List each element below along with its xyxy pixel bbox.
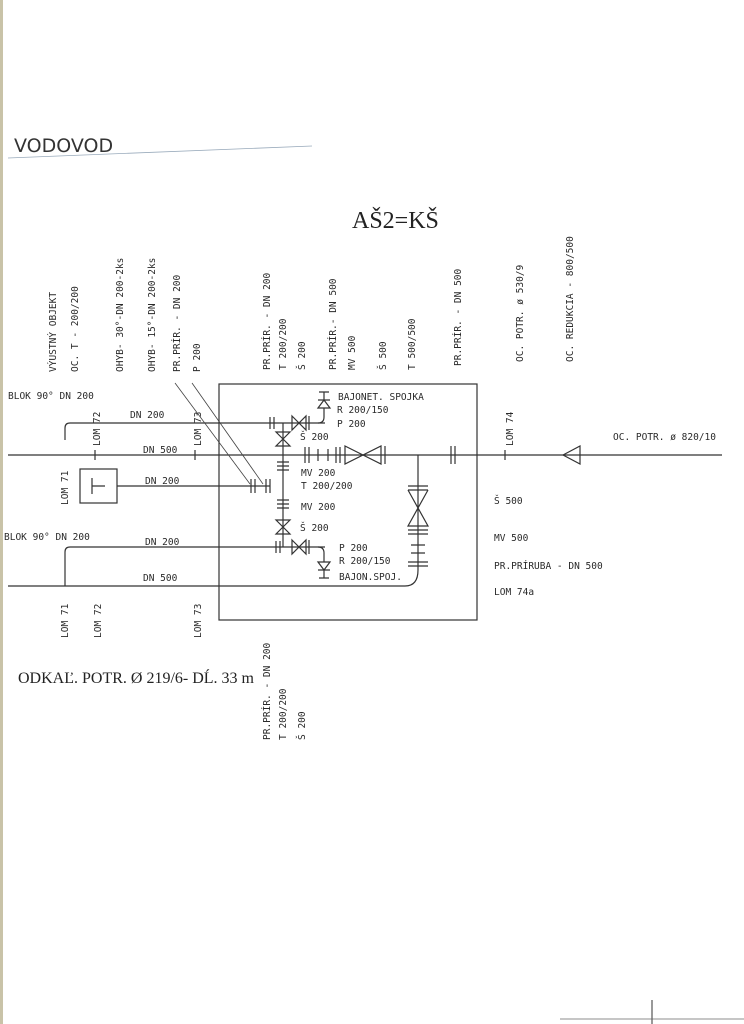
right-labels: Š 500 MV 500 PR.PRÍRUBA - DN 500 LOM 74a… — [494, 432, 716, 598]
bottom-label: T 200/200 — [278, 688, 289, 740]
pipe-label: DN 200 — [145, 537, 180, 548]
box-label: MV 200 — [301, 502, 336, 513]
valve-icon — [291, 538, 310, 556]
top-label: OC. REDUKCIA - 800/500 — [565, 236, 576, 362]
box-labels: BAJONET. SPOJKA R 200/150 P 200 Š 200 MV… — [300, 392, 424, 583]
bend-mark-icon — [94, 450, 506, 460]
top-label: Š 200 — [296, 341, 308, 370]
box-label: MV 200 — [301, 468, 336, 479]
right-label: Š 500 — [494, 495, 523, 507]
box-label: BAJONET. SPOJKA — [338, 392, 424, 403]
outlet-object — [79, 468, 118, 504]
top-label: MV 500 — [347, 335, 358, 370]
top-label: OHYB- 30°-DN 200-2ks — [115, 258, 126, 372]
valve-icon — [274, 431, 292, 447]
top-label: PR.PRÍR. - DN 200 — [261, 272, 273, 370]
flange-icon — [408, 544, 428, 567]
top-labels: VÝUSTNÝ OBJEKT OC. T - 200/200 OHYB- 30°… — [47, 236, 576, 372]
lom-label: LOM 73 — [193, 412, 204, 446]
pipes — [8, 382, 722, 587]
box-label: Š 200 — [300, 431, 329, 443]
lom-label: LOM 71 — [60, 603, 71, 638]
top-label: PR.PRÍR. - DN 200 — [171, 274, 183, 372]
reducer-icon — [561, 445, 581, 465]
top-label: OHYB- 15°-DN 200-2ks — [147, 258, 158, 372]
bayonet-coupling-icon — [316, 546, 332, 579]
top-label: PR.PRÍR.- DN 500 — [327, 278, 339, 370]
gate-valve-vertical-icon — [406, 485, 430, 535]
right-label: LOM 74a — [494, 587, 534, 598]
lom-label: LOM 71 — [60, 470, 71, 505]
bottom-label: PR.PRÍR. - DN 200 — [261, 642, 273, 740]
pipe-dn200-top — [64, 422, 270, 440]
drawing-title: VODOVOD — [14, 135, 113, 157]
box-label: P 200 — [337, 419, 366, 430]
top-label: P 200 — [192, 343, 203, 372]
pipe-label: BLOK 90° DN 200 — [8, 391, 94, 402]
flange-icon — [277, 461, 289, 509]
box-label: T 200/200 — [301, 481, 353, 492]
title-underline — [7, 145, 313, 159]
tee-symbol-icon — [91, 478, 105, 494]
scan-edge — [0, 0, 3, 1024]
leader-line — [191, 382, 264, 485]
fittings — [94, 391, 581, 579]
footer-note: ODKAĽ. POTR. Ø 219/6- DĹ. 33 m — [18, 668, 255, 687]
valve-icon — [291, 414, 310, 432]
flange-icon — [304, 447, 341, 463]
box-label: P 200 — [339, 543, 368, 554]
drawing-subtitle: AŠ2=KŠ — [352, 207, 439, 234]
pipe-label: DN 200 — [130, 410, 165, 421]
flange-icon — [450, 446, 456, 464]
lom-label: LOM 72 — [93, 604, 104, 638]
valve-icon — [274, 519, 292, 535]
bottom-labels: PR.PRÍR. - DN 200 T 200/200 Š 200 — [261, 642, 308, 740]
box-label: Š 200 — [300, 522, 329, 534]
bayonet-coupling-icon — [316, 391, 332, 424]
top-label: OC. T - 200/200 — [70, 286, 81, 372]
top-label: OC. POTR. ø 530/9 — [515, 264, 526, 362]
lom-labels: LOM 72 LOM 73 LOM 71 LOM 74 LOM 71 LOM 7… — [60, 411, 516, 638]
pipe-label: BLOK 90° DN 200 — [4, 532, 90, 543]
gate-valve-dn500-icon — [344, 445, 386, 465]
bottom-label: Š 200 — [296, 711, 308, 740]
chamber-box — [218, 383, 478, 621]
right-label: MV 500 — [494, 533, 529, 544]
top-label: PR.PRÍR. - DN 500 — [452, 268, 464, 366]
pipe-dn500-bottom — [8, 569, 419, 587]
box-label: R 200/150 — [339, 556, 391, 567]
top-label: Š 500 — [377, 341, 389, 370]
box-label: BAJON.SPOJ. — [339, 572, 402, 583]
lom-label: LOM 73 — [193, 604, 204, 638]
lom-label: LOM 74 — [505, 411, 516, 446]
top-label: VÝUSTNÝ OBJEKT — [47, 292, 59, 372]
flange-icon — [250, 479, 271, 493]
pipe-label: DN 500 — [143, 445, 178, 456]
pipe-labels: BLOK 90° DN 200 DN 200 DN 500 DN 200 BLO… — [4, 391, 180, 584]
top-label: T 500/500 — [407, 318, 418, 370]
leader-line — [174, 382, 251, 485]
right-label: PR.PRÍRUBA - DN 500 — [494, 560, 603, 572]
pipe-label: DN 200 — [145, 476, 180, 487]
pipe-label: DN 500 — [143, 573, 178, 584]
pipe-dn200-bottom — [64, 546, 270, 586]
top-label: T 200/200 — [278, 318, 289, 370]
flange-icon — [269, 417, 281, 553]
lom-label: LOM 72 — [92, 412, 103, 446]
box-label: R 200/150 — [337, 405, 389, 416]
right-label: OC. POTR. ø 820/10 — [613, 432, 716, 443]
